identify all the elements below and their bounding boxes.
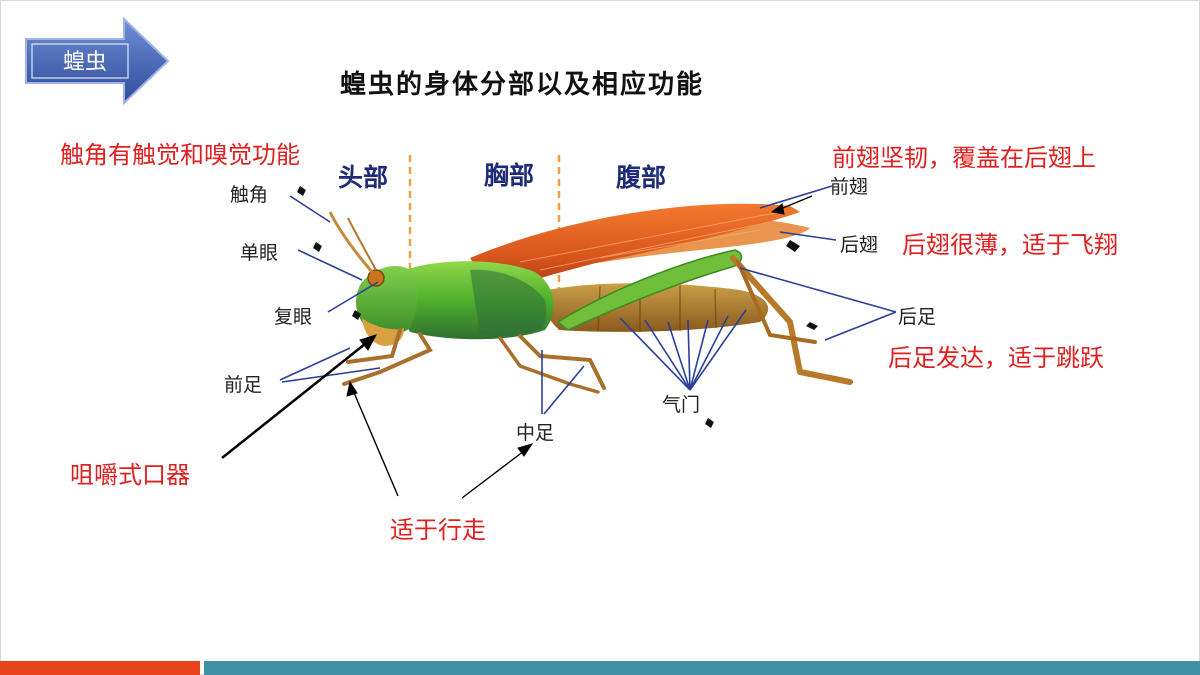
label-forewing: 前翅 xyxy=(830,176,869,198)
label-ocellus: 单眼 xyxy=(240,242,279,264)
mouthparts-pointer xyxy=(221,339,371,459)
forewing-pointer xyxy=(777,195,813,211)
hindleg-leader-2 xyxy=(824,311,897,341)
section-label-head: 头部 xyxy=(338,163,389,192)
hind-tibia-shape xyxy=(730,255,853,385)
hindleg-leader-1 xyxy=(739,267,897,313)
note-hindwing-function: 后翅很薄，适于飞翔 xyxy=(902,231,1118,259)
label-antenna: 触角 xyxy=(230,184,269,206)
midleg-shape xyxy=(518,334,606,390)
walking-pointer-2 xyxy=(461,447,529,499)
forewing-leader xyxy=(759,185,833,209)
label-hindleg: 后足 xyxy=(898,306,937,328)
label-spiracle: 气门 xyxy=(662,394,701,416)
abdomen-shape xyxy=(545,283,769,332)
antenna-shape xyxy=(328,211,374,273)
label-compound-eye: 复眼 xyxy=(274,306,313,328)
foreleg-leader-1 xyxy=(279,347,351,381)
note-forewing-function: 前翅坚韧，覆盖在后翅上 xyxy=(832,144,1096,172)
section-arrow-badge xyxy=(25,16,170,106)
hind-femur-shape xyxy=(556,249,743,331)
note-mouthparts: 咀嚼式口器 xyxy=(70,461,190,489)
walking-pointer-1 xyxy=(351,387,399,497)
foreleg-shape xyxy=(346,328,402,364)
foreleg-leader-2 xyxy=(281,367,381,383)
note-antenna-function: 触角有触觉和嗅觉功能 xyxy=(60,141,300,169)
footer-bar-teal xyxy=(204,661,1200,675)
badge-label: 蝗虫 xyxy=(62,50,107,75)
note-walking: 适于行走 xyxy=(390,516,486,544)
page-title: 蝗虫的身体分部以及相应功能 xyxy=(340,70,705,100)
footer-bar-red xyxy=(0,661,200,675)
hindwing-leader xyxy=(779,231,837,241)
label-midleg: 中足 xyxy=(516,422,555,444)
antenna-leader xyxy=(289,195,331,223)
ocellus-leader xyxy=(297,249,363,281)
label-foreleg: 前足 xyxy=(224,374,263,396)
midleg-leader-2 xyxy=(543,365,585,415)
section-label-abdomen: 腹部 xyxy=(616,163,667,192)
forewing-shape xyxy=(470,203,800,292)
section-label-thorax: 胸部 xyxy=(484,161,535,190)
label-hindwing: 后翅 xyxy=(840,234,879,256)
note-hindleg-function: 后足发达，适于跳跃 xyxy=(888,344,1104,372)
compound-eye-leader xyxy=(327,281,379,313)
